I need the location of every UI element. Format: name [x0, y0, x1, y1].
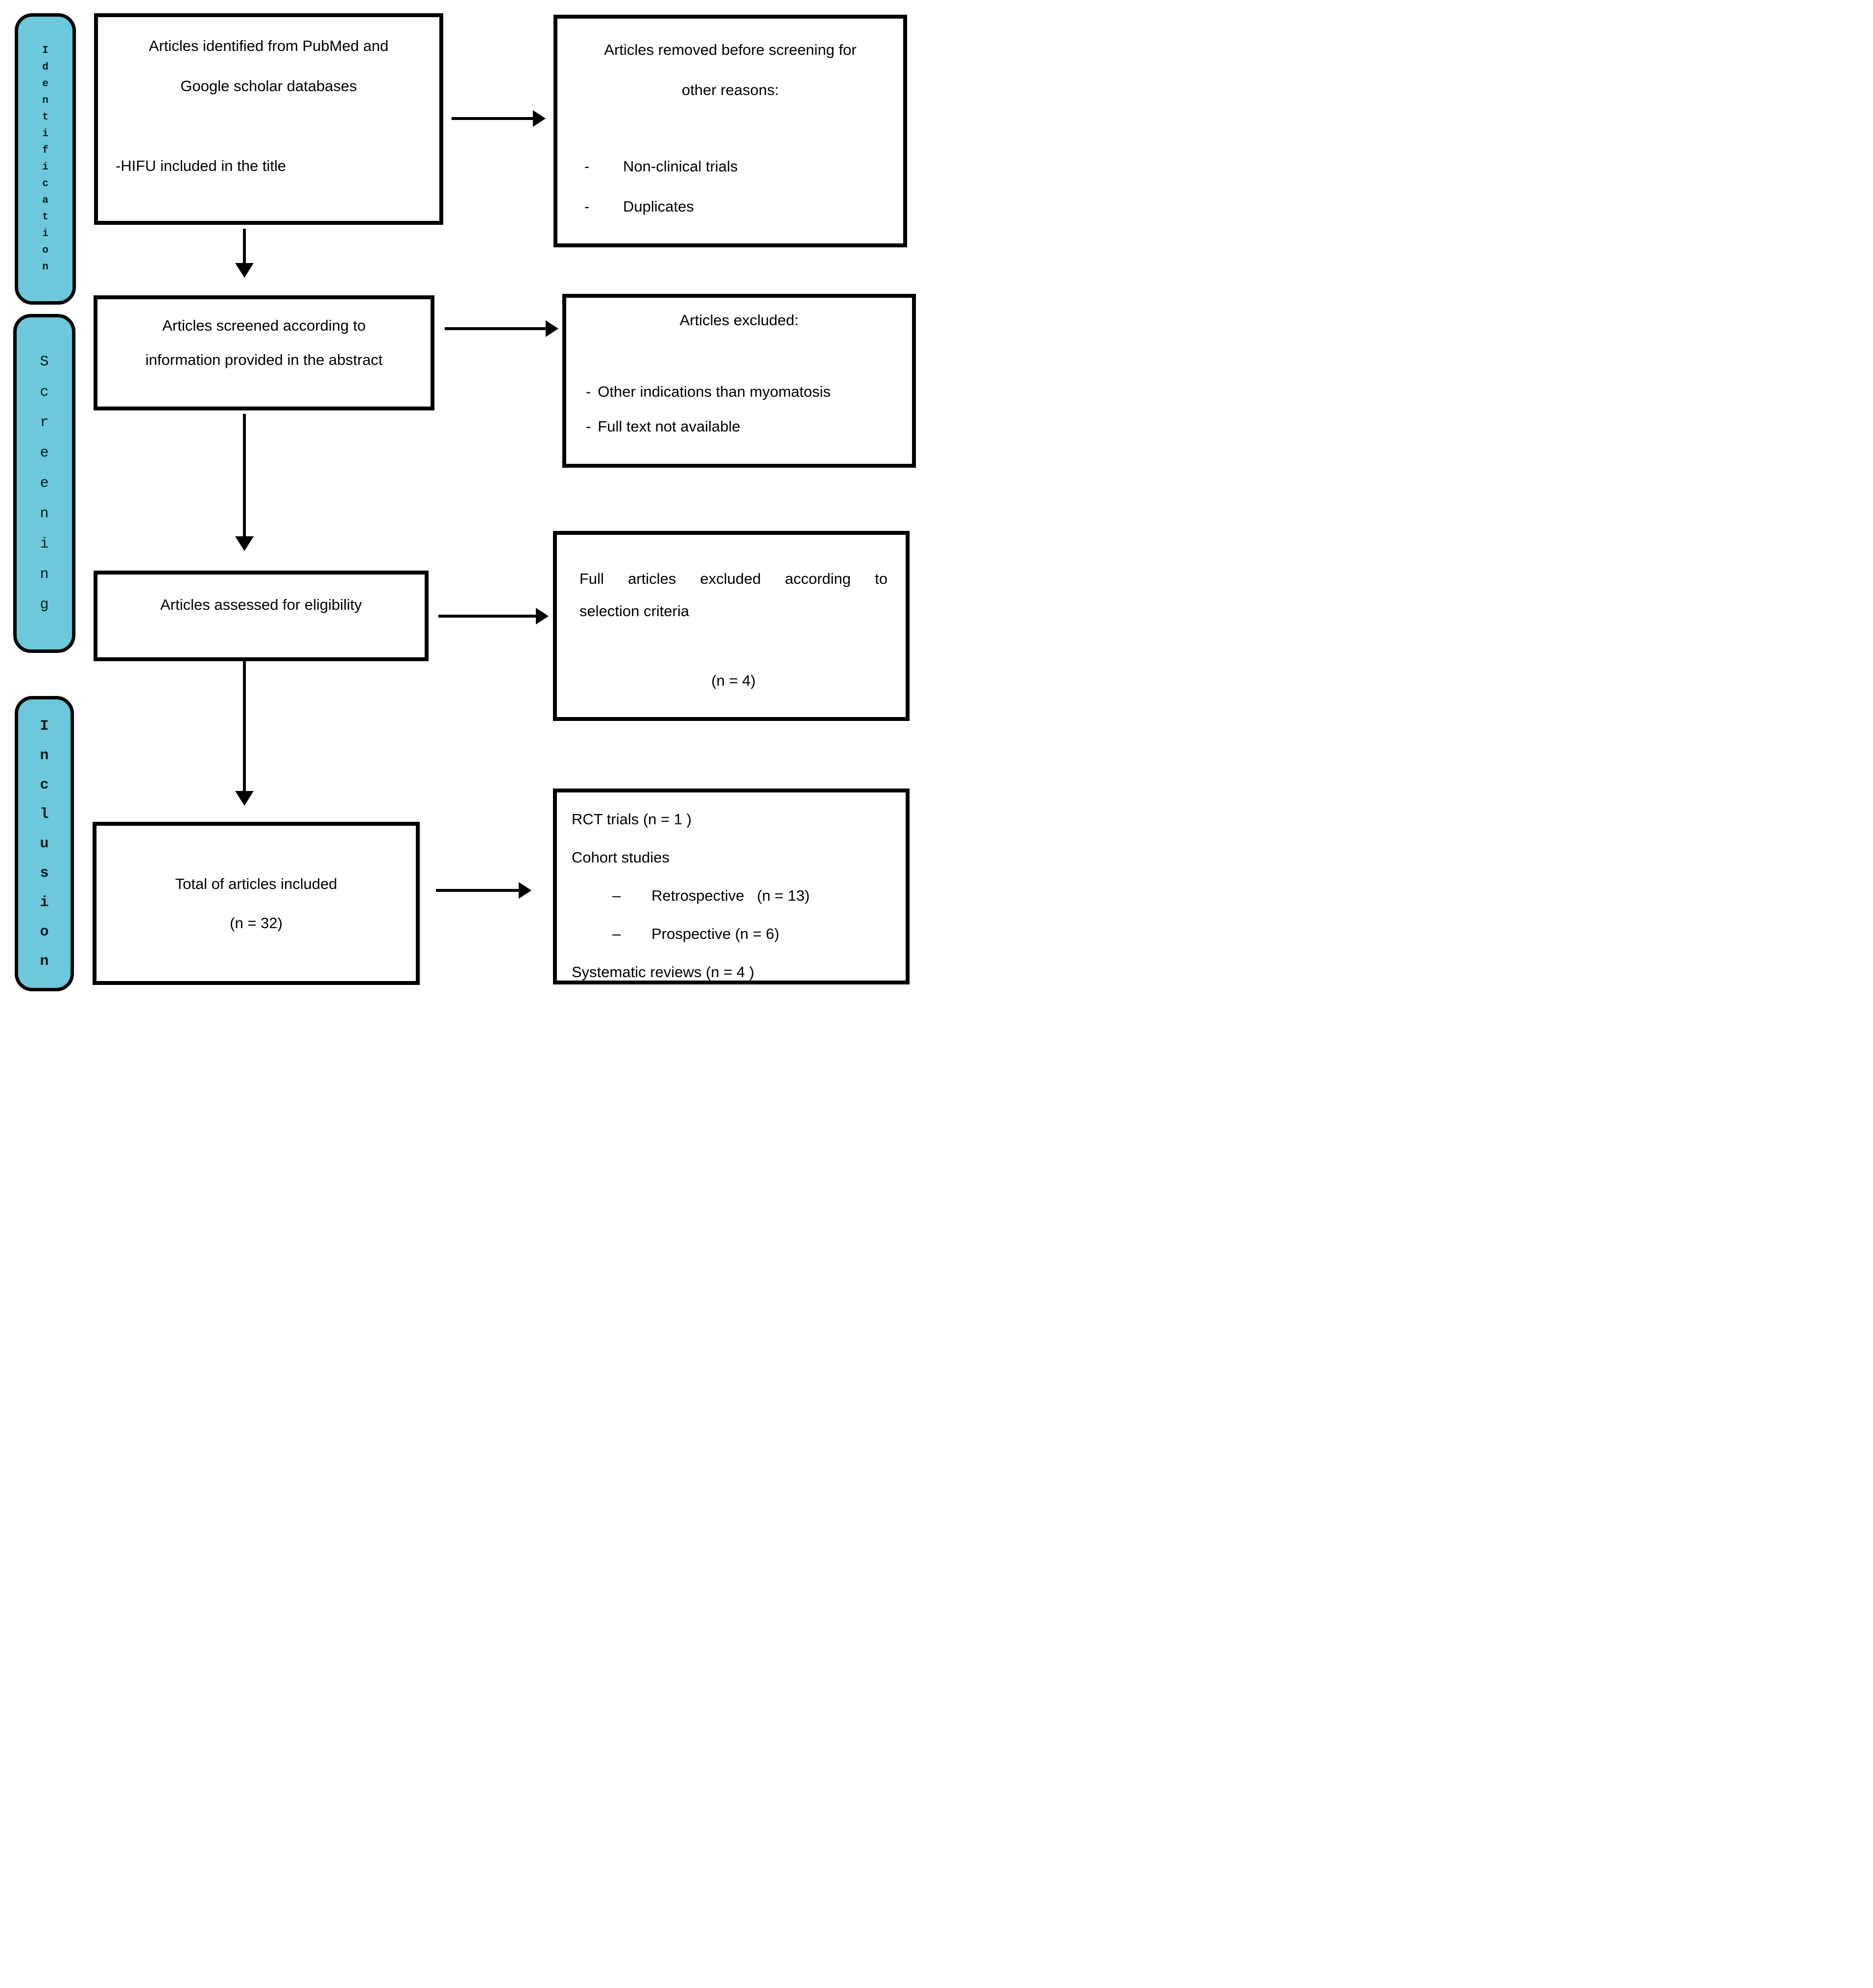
full-excluded-line-2: selection criteria [579, 602, 689, 620]
box-results-breakdown: RCT trials (n = 1 ) Cohort studies – Ret… [553, 789, 910, 984]
list-item: - Non-clinical trials [567, 146, 893, 187]
identified-line-2: Google scholar databases [180, 77, 357, 95]
arrow-down-icon [235, 536, 254, 551]
box-articles-removed: Articles removed before screening for ot… [553, 15, 907, 247]
arrow-shaft [452, 117, 533, 120]
box-full-articles-excluded: Full articles excluded according to sele… [553, 531, 910, 721]
included-line-1: Total of articles included [175, 875, 337, 892]
results-rct-line: RCT trials (n = 1 ) [572, 800, 899, 838]
screened-line-2: information provided in the abstract [145, 351, 383, 368]
list-item: – Prospective (n = 6) [572, 915, 899, 953]
excluded-bullet-list: - Other indications than myomatosis - Fu… [574, 374, 904, 444]
arrow-shaft [445, 327, 547, 330]
arrow-right-icon [536, 608, 549, 624]
screened-line-1: Articles screened according to [162, 317, 366, 334]
list-item: - Duplicates [567, 187, 893, 227]
included-count: (n = 32) [230, 914, 283, 932]
arrow-right-icon [519, 882, 531, 899]
full-excluded-line-1: Full articles excluded according to [579, 570, 888, 587]
identified-line-1: Articles identified from PubMed and [148, 37, 389, 54]
box-total-included: Total of articles included (n = 32) [93, 822, 420, 985]
box-articles-identified: Articles identified from PubMed and Goog… [94, 13, 443, 225]
excluded-bullet-1: Other indications than myomatosis [598, 383, 831, 400]
arrow-shaft [243, 229, 246, 263]
assessed-line-1: Articles assessed for eligibility [160, 596, 362, 613]
bullet-dash-icon: - [586, 418, 591, 435]
full-excluded-count: (n = 4) [711, 672, 756, 689]
removed-line-2: other reasons: [681, 81, 779, 98]
results-rct-text: RCT trials (n = 1 ) [572, 811, 692, 828]
bullet-endash-icon: – [612, 887, 621, 904]
list-item: – Retrospective (n = 13) [572, 877, 899, 915]
box-articles-excluded: Articles excluded: - Other indications t… [562, 294, 916, 468]
excluded-heading: Articles excluded: [679, 311, 799, 329]
results-retrospective-text: Retrospective (n = 13) [651, 887, 810, 904]
arrow-shaft [438, 615, 537, 618]
arrow-right-icon [533, 110, 546, 127]
arrow-right-icon [546, 320, 558, 337]
results-prospective-text: Prospective (n = 6) [651, 925, 780, 942]
list-item: - Full text not available [574, 409, 904, 444]
excluded-bullet-2: Full text not available [598, 418, 741, 435]
bullet-endash-icon: – [612, 925, 621, 942]
bullet-dash-icon: - [586, 383, 591, 400]
arrow-shaft [243, 414, 246, 536]
results-systematic-line: Systematic reviews (n = 4 ) [572, 953, 899, 991]
bullet-dash-icon: - [584, 198, 590, 215]
results-systematic-text: Systematic reviews (n = 4 ) [572, 963, 754, 981]
bullet-dash-icon: - [584, 158, 590, 175]
box-articles-assessed: Articles assessed for eligibility [94, 571, 429, 661]
removed-line-1: Articles removed before screening for [604, 41, 857, 58]
arrow-down-icon [235, 791, 254, 806]
box-articles-screened: Articles screened according to informati… [94, 295, 434, 410]
removed-bullet-list: - Non-clinical trials - Duplicates [567, 146, 893, 227]
arrow-shaft [436, 889, 520, 892]
list-item: - Other indications than myomatosis [574, 374, 904, 409]
results-cohort-line: Cohort studies [572, 838, 899, 877]
removed-bullet-2: Duplicates [623, 198, 694, 215]
identified-note-hifu: -HIFU included in the title [116, 157, 287, 174]
results-cohort-text: Cohort studies [572, 849, 670, 866]
arrow-down-icon [235, 263, 254, 278]
removed-bullet-1: Non-clinical trials [623, 158, 738, 175]
arrow-shaft [243, 661, 246, 791]
